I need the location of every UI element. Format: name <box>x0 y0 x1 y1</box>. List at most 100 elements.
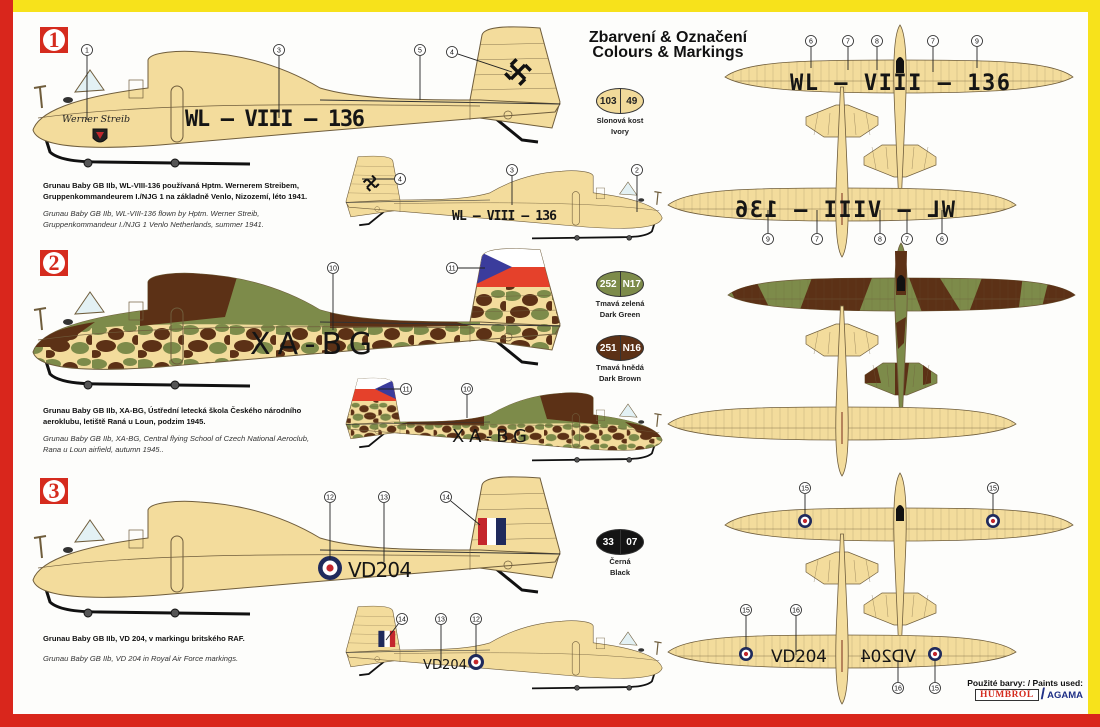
brand-separator: / <box>1040 686 1046 703</box>
humbrol-code: 33 <box>597 530 621 554</box>
door-hatch <box>595 637 605 650</box>
callout-circle <box>273 44 285 56</box>
registration-wing: VD204 <box>771 647 827 667</box>
windscreen <box>74 519 105 543</box>
windscreen <box>619 403 638 418</box>
humbrol-logo: HUMBROL <box>975 689 1039 701</box>
camo-brown <box>908 278 963 311</box>
skid-wheel <box>626 235 632 241</box>
callout-number: 11 <box>402 387 409 394</box>
boom-line <box>319 321 561 327</box>
callout-circle <box>987 482 999 494</box>
callout-number: 12 <box>326 495 334 502</box>
callout-2: 2 <box>631 164 643 212</box>
plan-bottom-2 <box>667 305 1017 477</box>
camo-brown <box>968 278 1023 311</box>
windscreen <box>619 181 638 196</box>
callout-circle <box>440 491 452 503</box>
side-view-small-1 <box>345 155 663 241</box>
registration-small: WL – VIII – 136 <box>452 209 557 224</box>
fuselage <box>345 170 663 229</box>
callout-number: 15 <box>801 486 809 493</box>
callout-number: 13 <box>437 617 445 624</box>
agama-code: 49 <box>626 95 638 107</box>
callout-circle <box>396 613 408 625</box>
vent <box>63 547 73 553</box>
cockpit <box>897 275 905 291</box>
callout-circle <box>971 35 983 47</box>
callout-number: 5 <box>418 48 422 55</box>
callout-circle <box>435 613 447 625</box>
paint-name-cs: Tmavá zelená <box>595 299 645 308</box>
paint-name-en: Dark Brown <box>598 374 642 383</box>
callout-6: 6 <box>805 35 817 68</box>
czech-flag-white <box>345 378 400 389</box>
callout-circle <box>929 682 941 694</box>
tow-post <box>33 535 47 559</box>
callout-circle <box>81 44 93 56</box>
side-view-large-1 <box>32 26 561 168</box>
callout-6: 6 <box>936 210 948 245</box>
tow-post <box>33 85 47 109</box>
caption-2-cs-line2: aeroklubu, letiště Raná u Loun, podzim 1… <box>43 417 206 426</box>
title-english: Colours & Markings <box>592 44 744 61</box>
callout-13: 13 <box>435 613 447 668</box>
callout-8: 8 <box>874 210 886 245</box>
callout-circle <box>892 682 904 694</box>
callout-number: 4 <box>398 177 402 184</box>
caption-2-en-line2: Rana u Loun airfield, autumn 1945.. <box>43 445 164 454</box>
door-hatch <box>128 79 144 99</box>
callout-circle <box>740 604 752 616</box>
camo-brown <box>140 273 240 326</box>
tail-skid <box>494 338 539 366</box>
callout-4: 4 <box>446 46 513 73</box>
callout-circle <box>414 44 426 56</box>
vent <box>638 198 645 202</box>
fin-flash-red <box>389 630 396 647</box>
raf-roundel-wing <box>928 647 942 661</box>
callout-number: 8 <box>875 39 879 46</box>
callout-7: 7 <box>811 210 823 245</box>
panel-line <box>393 424 660 434</box>
scheme-number: 2 <box>43 252 65 274</box>
callout-13: 13 <box>378 491 390 562</box>
callout-number: 6 <box>940 237 944 244</box>
callout-number: 9 <box>975 39 979 46</box>
callout-circle <box>805 35 817 47</box>
registration-small: XA-BG <box>452 426 527 447</box>
humbrol-code: 252 <box>597 272 621 296</box>
tow-post <box>654 413 662 427</box>
callout-3: 3 <box>506 164 518 205</box>
frame-left-red <box>0 0 13 727</box>
callout-7: 7 <box>901 210 913 245</box>
windscreen <box>74 291 105 315</box>
callout-16: 16 <box>790 604 802 655</box>
callout-number: 2 <box>635 168 639 175</box>
humbrol-code: 251 <box>597 336 621 360</box>
tail-skid <box>359 660 386 677</box>
callout-circle <box>631 164 643 176</box>
callout-circle <box>470 613 482 625</box>
skid-wheel <box>170 380 180 390</box>
callout-4: 4 <box>362 173 406 185</box>
callout-number: 15 <box>742 608 750 615</box>
callout-circle <box>790 604 802 616</box>
landing-skid <box>531 443 656 462</box>
caption-1-en-line2: Gruppenkommandeur I./NJG 1 Venlo Netherl… <box>43 220 264 229</box>
callout-number: 7 <box>905 237 909 244</box>
frame-right-yellow <box>1088 0 1100 727</box>
callout-circle <box>446 46 458 58</box>
callout-12: 12 <box>470 613 482 655</box>
paint-name-en: Ivory <box>611 127 629 136</box>
callout-number: 6 <box>809 39 813 46</box>
camo-brown <box>624 422 663 438</box>
side-view-small-2 <box>345 377 663 463</box>
leader-line <box>457 53 513 73</box>
callout-number: 8 <box>878 237 882 244</box>
callout-15: 15 <box>929 660 941 694</box>
callout-number: 7 <box>815 237 819 244</box>
callout-5: 5 <box>414 44 426 100</box>
panel-line <box>37 554 481 569</box>
